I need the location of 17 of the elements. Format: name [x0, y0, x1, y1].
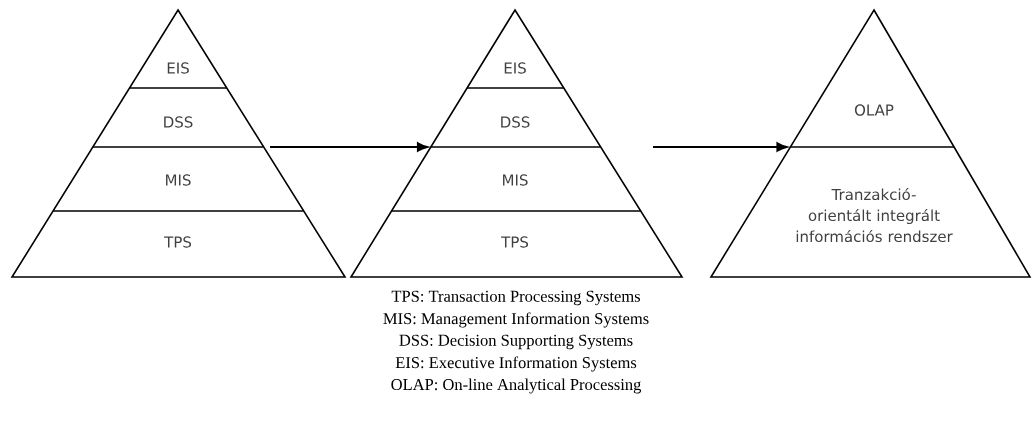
layer-label: DSS	[501, 116, 530, 128]
layer-label: EIS	[504, 62, 526, 74]
layer-label: MIS	[166, 174, 191, 186]
layer-label: EIS	[167, 62, 189, 74]
layer-label: TPS	[164, 236, 192, 248]
layer-label: Tranzakció- orientált integrált információs rendszer	[796, 187, 953, 243]
legend-line: DSS: Decision Supporting Systems	[399, 334, 633, 350]
legend-line: TPS: Transaction Processing Systems	[391, 290, 640, 306]
layer-label: MIS	[503, 174, 528, 186]
arrow	[652, 142, 788, 152]
legend-line: MIS: Management Information Systems	[383, 312, 649, 328]
layer-label: TPS	[501, 236, 529, 248]
layer-label: DSS	[164, 116, 193, 128]
legend-line: OLAP: On-line Analytical Processing	[391, 378, 642, 394]
legend-line: EIS: Executive Information Systems	[395, 356, 637, 372]
arrow	[269, 142, 428, 152]
layer-label: OLAP	[854, 104, 894, 116]
